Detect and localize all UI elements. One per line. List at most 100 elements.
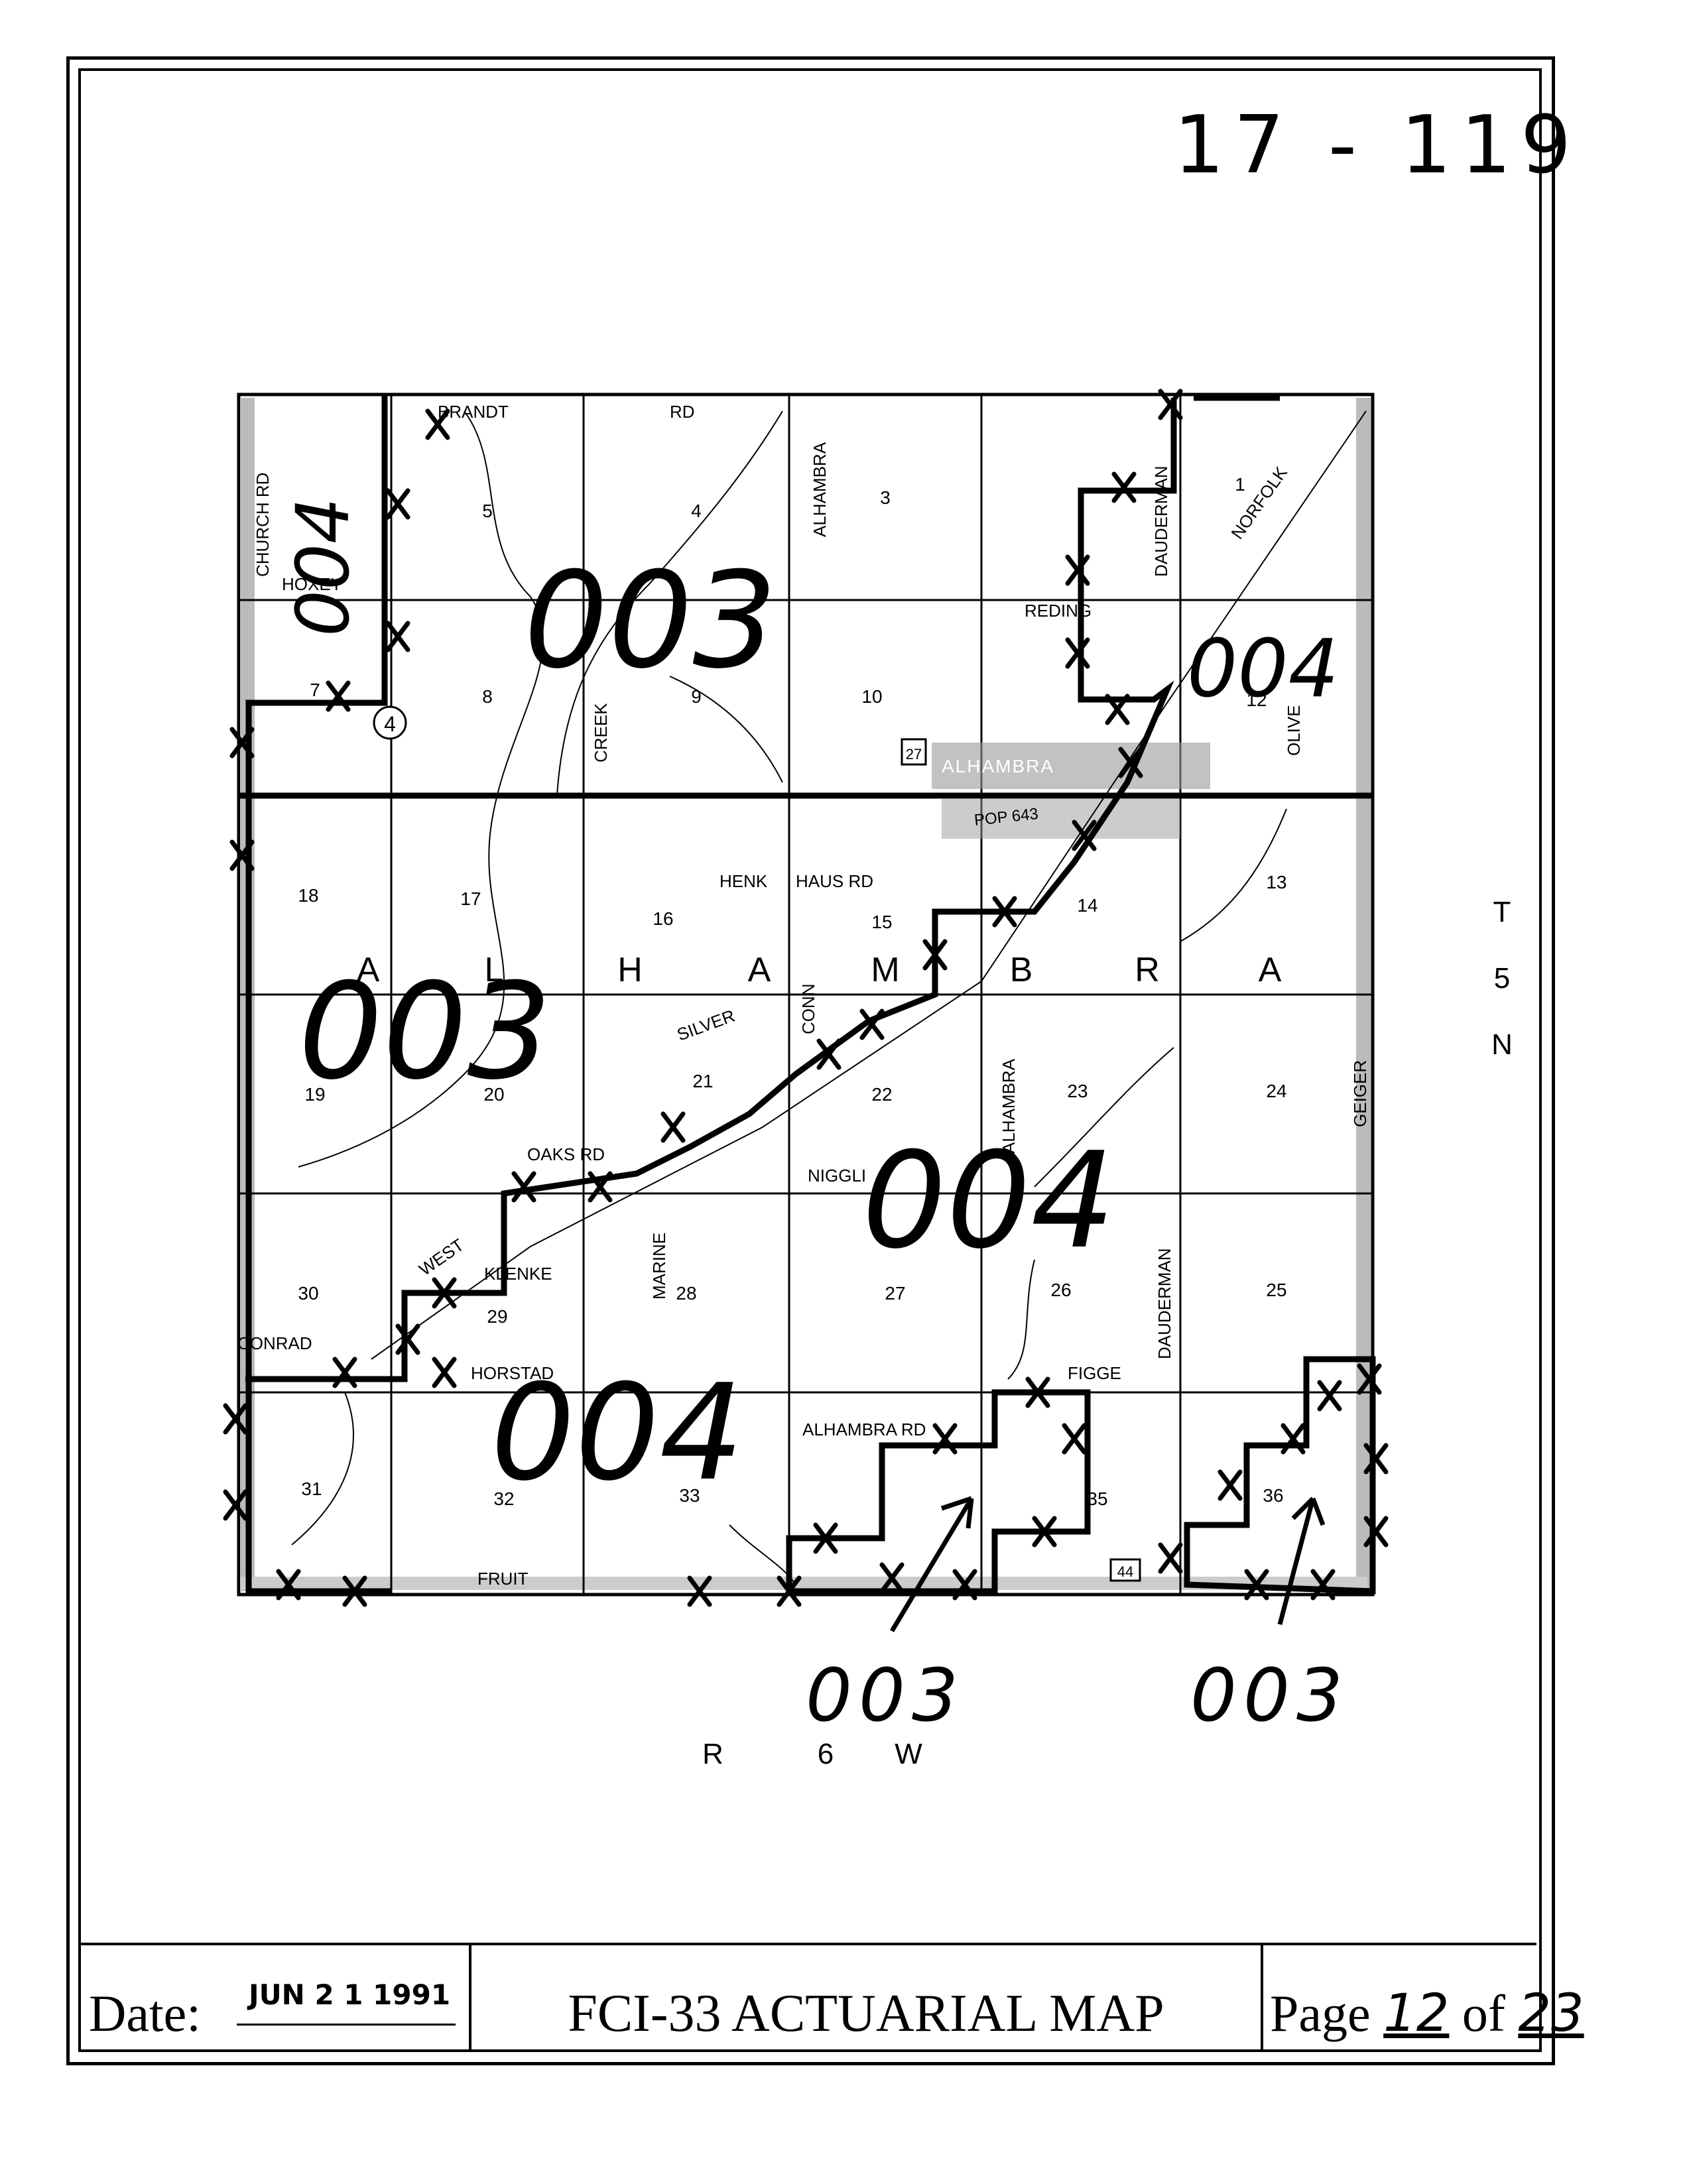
township-label-letter: N (1491, 1028, 1513, 1061)
section-number: 4 (691, 501, 702, 521)
township-letter: H (617, 951, 643, 989)
section-number: 12 (1246, 690, 1267, 710)
section-number: 31 (301, 1479, 322, 1499)
zone-label-004-center: 004 (862, 1124, 1115, 1278)
section-number: 25 (1266, 1280, 1286, 1300)
section-number: 24 (1266, 1081, 1286, 1101)
road-brandt: BRANDT (438, 402, 509, 422)
zone-label-004-bottom: 004 (491, 1356, 744, 1510)
route-44-shield (1109, 1558, 1141, 1582)
road-klenke: KLENKE (484, 1264, 552, 1284)
page-number: 12 (1383, 1984, 1450, 2043)
route-27-label: 27 (906, 746, 922, 762)
road-marine: MARINE (649, 1233, 669, 1300)
road-conrad: CONRAD (237, 1333, 312, 1353)
date-underline (237, 2024, 456, 2026)
footer: Date: JUN 2 1 1991 FCI-33 ACTUARIAL MAP … (81, 1943, 1584, 2050)
outer-frame (66, 56, 1555, 2065)
date-stamp: JUN 2 1 1991 (248, 1978, 451, 2011)
road-oaks: OAKS RD (527, 1144, 605, 1164)
zone-labels: 003 003 004 004 004 004 003 003 (281, 497, 1349, 1738)
zone-boundary-center (245, 398, 1177, 1382)
section-numbers: 1 3 4 5 7 8 9 10 12 13 14 15 16 17 18 19… (298, 474, 1286, 1509)
section-number: 1 (1235, 474, 1245, 495)
township-letter: A (357, 951, 380, 989)
section-number: 3 (880, 487, 891, 508)
zone-label-003-top: 003 (524, 544, 777, 698)
map-edge-shading-bottom (240, 1577, 1367, 1590)
road-alhambra-s: ALHAMBRA (999, 1058, 1019, 1154)
zone-label-003-mid: 003 (298, 955, 552, 1109)
town-label: ALHAMBRA (942, 756, 1054, 776)
document-number: 17 - 119 (1174, 99, 1581, 192)
route-44-label: 44 (1117, 1563, 1133, 1580)
section-number: 15 (871, 912, 892, 932)
zone-label-003-bottom2: 003 (1190, 1653, 1349, 1738)
road-reding: REDING (1025, 601, 1092, 621)
section-number: 35 (1087, 1488, 1107, 1509)
section-number: 14 (1077, 895, 1097, 916)
map-title: FCI-33 ACTUARIAL MAP (568, 1984, 1164, 2043)
township-name: A L H A M B R A (357, 951, 1282, 989)
route-4-label: 4 (384, 712, 396, 736)
footer-page-cell: Page 12 of 23 (1263, 1945, 1584, 2050)
route-4-shield (373, 705, 407, 740)
road-conn: CONN (798, 983, 818, 1034)
section-number: 29 (487, 1306, 507, 1327)
zone-label-004-topright: 004 (1187, 623, 1339, 715)
section-number: 7 (310, 680, 320, 700)
page-indicator: Page 12 of 23 (1270, 1984, 1584, 2043)
road-church: CHURCH RD (253, 473, 273, 577)
boundary-marks (223, 389, 1389, 1607)
footer-date-cell: Date: JUN 2 1 1991 (81, 1945, 471, 2050)
township-letter: A (748, 951, 771, 989)
section-number: 18 (298, 885, 318, 906)
road-niggli: NIGGLI (808, 1166, 866, 1185)
township-letter: L (485, 951, 504, 989)
zone-label-003-bottom1: 003 (806, 1653, 965, 1738)
footer-title-cell: FCI-33 ACTUARIAL MAP (471, 1945, 1263, 2050)
zone-label-004-topleft: 004 (281, 497, 365, 637)
road-alhambra-rd: ALHAMBRA RD (802, 1420, 926, 1439)
alhambra-town-shading-south (942, 799, 1180, 839)
page-total: 23 (1518, 1984, 1584, 2043)
section-number: 23 (1067, 1081, 1088, 1101)
section-number: 10 (861, 686, 882, 707)
range-label-letter: W (895, 1738, 922, 1770)
road-fruit: FRUIT (477, 1569, 529, 1589)
section-number: 20 (483, 1084, 504, 1105)
road-horstad: HORSTAD (471, 1363, 554, 1383)
section-number: 16 (653, 908, 673, 929)
section-number: 9 (691, 686, 702, 707)
road-hoxey: HOXEY (282, 574, 342, 594)
section-number: 26 (1050, 1280, 1071, 1300)
range-label-letter: R (702, 1738, 723, 1770)
arrows (889, 1496, 1326, 1632)
inner-frame (78, 68, 1542, 2052)
section-number: 5 (482, 501, 493, 521)
section-number: 13 (1266, 872, 1286, 892)
road-haus: HAUS RD (796, 871, 873, 891)
route-27-shield (901, 738, 927, 766)
range-label-letter: 6 (818, 1738, 834, 1770)
section-number: 30 (298, 1283, 318, 1304)
township-label-letter: 5 (1494, 962, 1510, 995)
section-number: 17 (460, 888, 481, 909)
township-letter: M (871, 951, 899, 989)
date-label: Date: (89, 1984, 201, 2042)
road-creek: CREEK (591, 703, 611, 762)
section-number: 8 (482, 686, 493, 707)
township-range-labels: T 5 N R 6 W (702, 896, 1513, 1770)
section-number: 28 (676, 1283, 696, 1304)
road-dauderman-n: DAUDERMAN (1151, 465, 1171, 577)
section-number: 33 (679, 1485, 700, 1506)
township-letter: B (1010, 951, 1033, 989)
road-alhambra-n: ALHAMBRA (810, 442, 830, 537)
township-letter: R (1135, 951, 1160, 989)
page-prefix: Page (1270, 1984, 1371, 2042)
section-number: 32 (493, 1488, 514, 1509)
zone-boundary-south (786, 1389, 1091, 1595)
section-number: 22 (871, 1084, 892, 1105)
road-figge: FIGGE (1068, 1363, 1121, 1383)
